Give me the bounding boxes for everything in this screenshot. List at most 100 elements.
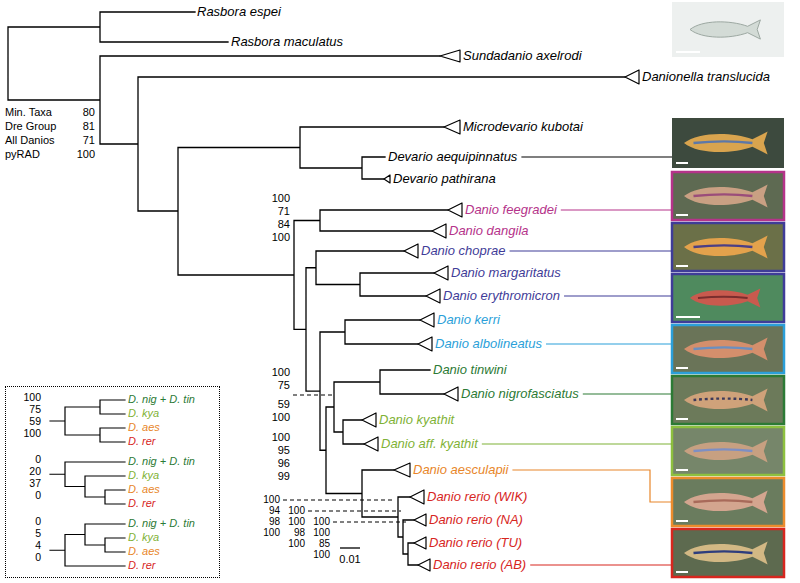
label-anchor: 5 — [35, 527, 41, 539]
label-anchor: 71 — [83, 134, 95, 147]
taxon-label: D. kya — [128, 531, 159, 544]
taxon-label: D. nig + D. tin — [128, 455, 195, 468]
label-anchor: 71 — [278, 205, 290, 218]
label-anchor: All Danios — [5, 134, 55, 147]
fish-body — [684, 132, 768, 155]
label-anchor: Danio erythromicron — [443, 289, 560, 304]
taxon-label: Danio tinwini — [433, 363, 507, 378]
support-value: 100 — [272, 192, 290, 205]
label-anchor: Rasbora maculatus — [231, 35, 343, 50]
photo-ground — [672, 223, 784, 271]
label-anchor: Danio tinwini — [433, 363, 507, 378]
label-anchor: 100 — [288, 538, 305, 550]
fish-stripe — [698, 297, 748, 298]
taxon-label: D. kya — [128, 407, 159, 420]
fish-photo — [672, 529, 784, 577]
fish-photo — [672, 172, 784, 220]
support-value: 100 — [288, 505, 305, 517]
label-anchor: 100 — [23, 427, 41, 439]
label-anchor: 0 — [35, 489, 41, 501]
support-value: 100 — [288, 538, 305, 550]
support-value: 100 — [272, 411, 290, 424]
photo-ground — [672, 376, 784, 424]
label-anchor: Sundadanio axelrodi — [463, 49, 582, 64]
label-anchor: 85 — [319, 538, 330, 550]
label-anchor: 0 — [35, 515, 41, 527]
taxon-label: D. rer — [128, 435, 156, 448]
label-anchor: 100 — [288, 516, 305, 528]
label-anchor: 100 — [272, 366, 290, 379]
fish-photo — [672, 223, 784, 271]
label-anchor: D. aes — [128, 483, 160, 496]
label-anchor: 98 — [294, 527, 305, 539]
support-value: 100 — [288, 516, 305, 528]
support-value: 100 — [263, 494, 280, 506]
label-anchor: 84 — [278, 218, 290, 231]
leader-line — [482, 443, 672, 444]
fish-body — [690, 288, 760, 307]
label-anchor: D. rer — [128, 559, 156, 572]
label-anchor: Rasbora espei — [197, 5, 281, 20]
label-anchor: D. kya — [128, 407, 159, 420]
support-value: 99 — [278, 470, 290, 483]
support-value: 71 — [83, 134, 95, 147]
photo-scale — [676, 571, 688, 573]
photo-scale — [676, 520, 688, 522]
photo-border — [672, 325, 784, 373]
photo-border — [672, 529, 784, 577]
photo-ground — [672, 529, 784, 577]
leader-line — [530, 564, 672, 565]
support-value: 4 — [35, 539, 41, 551]
label-anchor: Danio rerio (TU) — [429, 536, 522, 551]
leader-line — [561, 209, 672, 210]
label-anchor: 81 — [83, 120, 95, 133]
photo-ground — [672, 274, 784, 322]
taxon-label: Devario pathirana — [393, 172, 496, 187]
label-anchor: 75 — [29, 403, 41, 415]
label-anchor: Danio albolineatus — [435, 337, 542, 352]
support-value: 81 — [83, 120, 95, 133]
label-anchor: Danio aff. kyathit — [381, 437, 478, 452]
fish-photo — [672, 427, 784, 475]
label-anchor: 100 — [272, 231, 290, 244]
taxon-label: D. aes — [128, 421, 160, 434]
support-value: 0 — [35, 515, 41, 527]
taxon-label: Danio feegradei — [465, 203, 557, 218]
label-anchor: D. kya — [128, 531, 159, 544]
taxon-label: Danio aesculapii — [413, 463, 508, 478]
photo-border — [672, 376, 784, 424]
support-value: 0 — [35, 453, 41, 465]
label-anchor: 37 — [29, 477, 41, 489]
fish-body — [684, 440, 768, 463]
label-anchor: Danio dangila — [449, 224, 529, 239]
label-anchor: 75 — [278, 379, 290, 392]
taxon-label: D. nig + D. tin — [128, 393, 195, 406]
label-anchor: 100 — [288, 505, 305, 517]
taxon-label: Danio rerio (NA) — [429, 513, 523, 528]
label-anchor: Danio feegradei — [465, 203, 557, 218]
photo-scale — [676, 316, 700, 318]
fish-body — [684, 236, 768, 259]
leader-line — [510, 250, 672, 251]
label-anchor: Danio rerio (AB) — [433, 558, 526, 573]
label-anchor: 95 — [278, 444, 290, 457]
inset-box: 1007559100D. nig + D. tinD. kyaD. aesD. … — [5, 386, 220, 578]
label-anchor: pyRAD — [5, 148, 40, 161]
taxon-label: D. rer — [128, 559, 156, 572]
label-anchor: 100 — [313, 516, 330, 528]
label-anchor: D. nig + D. tin — [128, 455, 195, 468]
photo-scale — [676, 469, 688, 471]
label-anchor: 0 — [35, 453, 41, 465]
taxon-label: Danionella translucida — [642, 70, 770, 85]
label-anchor: 20 — [29, 465, 41, 477]
taxon-label: Devario aequipinnatus — [388, 150, 517, 165]
photo-border — [672, 223, 784, 271]
support-value: 100 — [272, 431, 290, 444]
label-anchor: 100 — [313, 549, 330, 561]
fish-body — [684, 542, 768, 565]
support-value: 85 — [319, 538, 330, 550]
fish-body — [684, 389, 768, 412]
scale-bar — [340, 547, 360, 548]
label-anchor: 100 — [263, 527, 280, 539]
label-anchor: Danio kyathit — [379, 413, 454, 428]
